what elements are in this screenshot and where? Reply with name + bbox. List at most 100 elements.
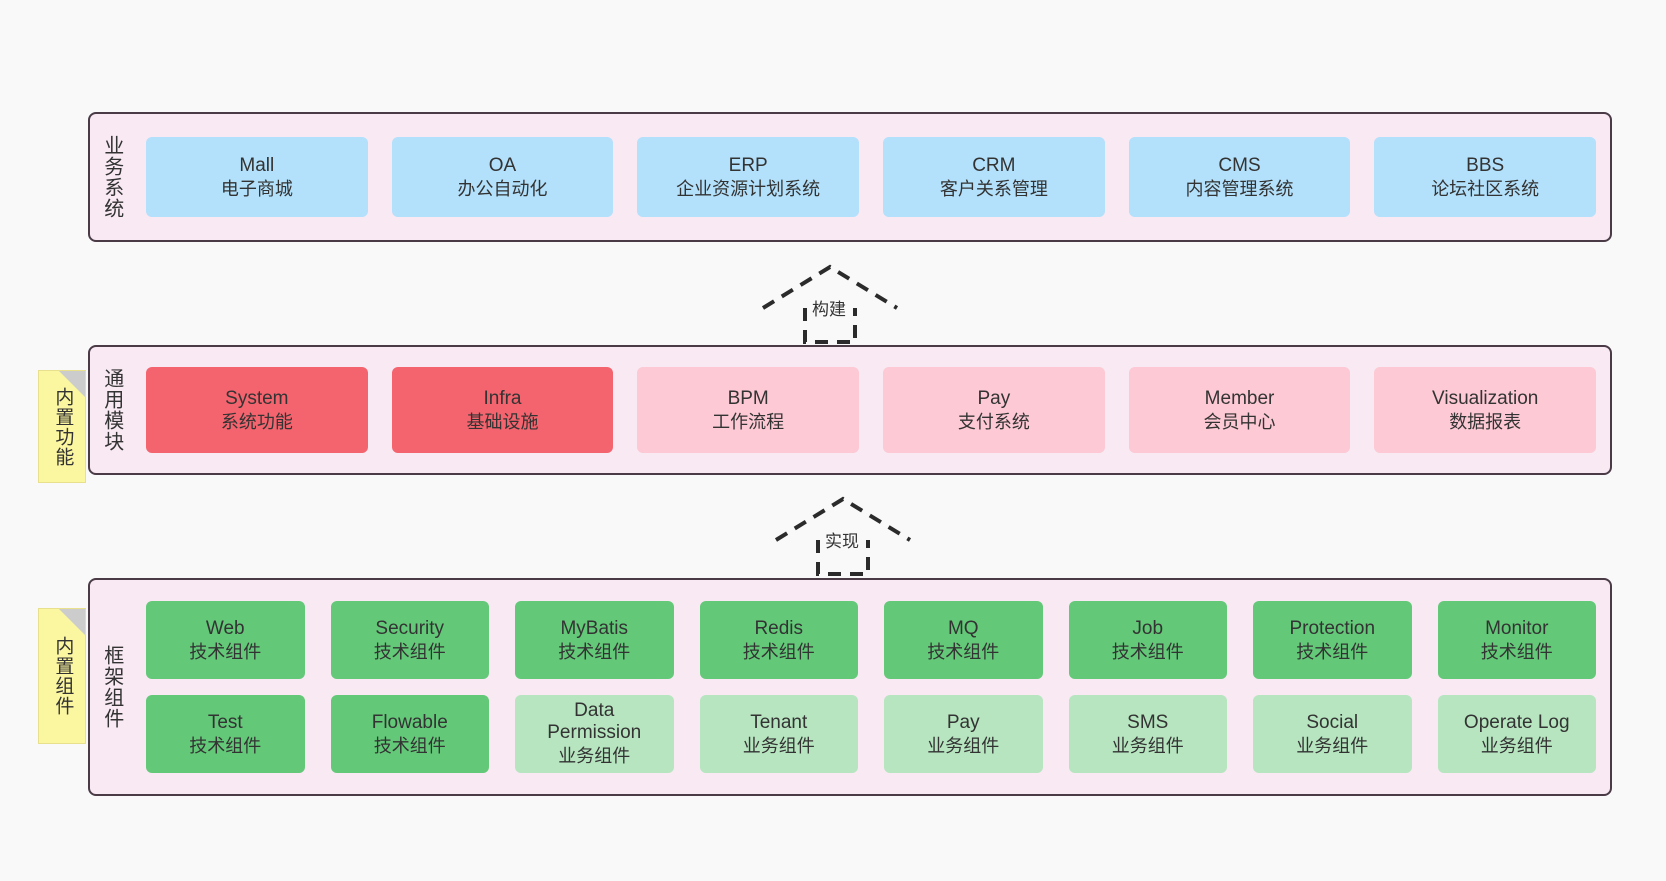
component-box-pay[interactable]: Pay 业务组件 xyxy=(884,695,1043,773)
component-en-label: Data Permission xyxy=(547,699,642,744)
component-box-security[interactable]: Security 技术组件 xyxy=(330,601,489,679)
module-box-system[interactable]: System 系统功能 xyxy=(146,367,368,453)
module-box-member[interactable]: Member 会员中心 xyxy=(1128,367,1351,453)
layer-business-system: 业务系统 Mall 电子商城 OA 办公自动化 ERP 企业资源计划系统 CRM… xyxy=(88,112,1612,242)
module-box-pay[interactable]: Pay 支付系统 xyxy=(883,367,1105,453)
component-box-operate-log[interactable]: Operate Log 业务组件 xyxy=(1437,695,1596,773)
layer-body-business-system: Mall 电子商城 OA 办公自动化 ERP 企业资源计划系统 CRM 客户关系… xyxy=(132,114,1610,240)
component-cn-label: 业务组件 xyxy=(742,735,815,756)
module-en-label: CMS xyxy=(1218,154,1261,176)
layer-body-framework-component: Web 技术组件 Security 技术组件 MyBatis 技术组件 Redi… xyxy=(132,580,1610,794)
module-en-label: OA xyxy=(488,154,517,176)
component-box-mybatis[interactable]: MyBatis 技术组件 xyxy=(515,601,674,679)
module-cn-label: 客户关系管理 xyxy=(939,178,1048,199)
module-box-bpm[interactable]: BPM 工作流程 xyxy=(637,367,860,453)
component-cn-label: 业务组件 xyxy=(927,735,1000,756)
component-en-label: SMS xyxy=(1127,711,1169,733)
module-cn-label: 工作流程 xyxy=(712,411,785,432)
module-en-label: CRM xyxy=(972,154,1016,176)
component-box-mq[interactable]: MQ 技术组件 xyxy=(884,601,1043,679)
framework-component-row-1: Web 技术组件 Security 技术组件 MyBatis 技术组件 Redi… xyxy=(146,601,1596,679)
module-box-cms[interactable]: CMS 内容管理系统 xyxy=(1128,137,1351,217)
module-cn-label: 数据报表 xyxy=(1449,411,1522,432)
layer-body-common-module: System 系统功能 Infra 基础设施 BPM 工作流程 Pay 支付系统… xyxy=(132,347,1610,473)
component-en-label: Web xyxy=(205,617,245,639)
module-box-bbs[interactable]: BBS 论坛社区系统 xyxy=(1374,137,1597,217)
component-cn-label: 技术组件 xyxy=(558,641,631,662)
note-fold-corner-icon xyxy=(59,609,85,635)
layer-title-common-module: 通用模块 xyxy=(100,368,123,452)
component-en-label: Protection xyxy=(1289,617,1376,639)
layer-common-module: 通用模块 System 系统功能 Infra 基础设施 BPM 工作流程 Pay… xyxy=(88,345,1612,475)
note-fold-corner-icon xyxy=(59,371,85,397)
module-en-label: Member xyxy=(1204,387,1275,409)
module-en-label: Pay xyxy=(977,387,1011,409)
common-module-row: System 系统功能 Infra 基础设施 BPM 工作流程 Pay 支付系统… xyxy=(146,367,1597,453)
component-box-test[interactable]: Test 技术组件 xyxy=(146,695,305,773)
module-en-label: BBS xyxy=(1466,154,1505,176)
component-en-label: MyBatis xyxy=(560,617,629,639)
layer-title-business-system: 业务系统 xyxy=(100,135,123,219)
component-cn-label: 技术组件 xyxy=(373,641,446,662)
module-en-label: System xyxy=(225,387,289,409)
component-en-label: Operate Log xyxy=(1463,711,1570,733)
module-cn-label: 企业资源计划系统 xyxy=(676,178,821,199)
component-en-label: Monitor xyxy=(1485,617,1549,639)
component-cn-label: 业务组件 xyxy=(558,745,631,766)
component-box-data-permission[interactable]: Data Permission 业务组件 xyxy=(515,695,674,773)
module-box-crm[interactable]: CRM 客户关系管理 xyxy=(883,137,1105,217)
component-box-social[interactable]: Social 业务组件 xyxy=(1253,695,1412,773)
module-box-infra[interactable]: Infra 基础设施 xyxy=(391,367,614,453)
module-cn-label: 论坛社区系统 xyxy=(1431,178,1540,199)
component-box-flowable[interactable]: Flowable 技术组件 xyxy=(330,695,489,773)
component-cn-label: 技术组件 xyxy=(189,641,262,662)
component-box-tenant[interactable]: Tenant 业务组件 xyxy=(699,695,858,773)
component-en-label: Flowable xyxy=(371,711,448,733)
module-cn-label: 内容管理系统 xyxy=(1185,178,1294,199)
sticky-note-builtin-function: 内置功能 xyxy=(38,370,86,483)
module-box-oa[interactable]: OA 办公自动化 xyxy=(391,137,614,217)
module-box-erp[interactable]: ERP 企业资源计划系统 xyxy=(637,137,860,217)
module-cn-label: 办公自动化 xyxy=(457,178,548,199)
module-en-label: Visualization xyxy=(1432,387,1539,409)
component-cn-label: 业务组件 xyxy=(1296,735,1369,756)
sticky-note-builtin-component: 内置组件 xyxy=(38,608,86,744)
connector-implement: 实现 xyxy=(770,494,916,576)
dashed-open-arrow-up-icon xyxy=(761,264,899,344)
module-cn-label: 系统功能 xyxy=(220,411,293,432)
sticky-note-label: 内置功能 xyxy=(52,386,74,467)
framework-component-row-2: Test 技术组件 Flowable 技术组件 Data Permission … xyxy=(146,695,1596,773)
module-cn-label: 电子商城 xyxy=(220,178,293,199)
component-en-label: Tenant xyxy=(750,711,808,733)
component-box-monitor[interactable]: Monitor 技术组件 xyxy=(1437,601,1596,679)
component-en-label: Pay xyxy=(946,711,980,733)
connector-build: 构建 xyxy=(757,262,903,344)
component-en-label: Social xyxy=(1306,711,1359,733)
connector-build-label: 构建 xyxy=(812,300,846,319)
layer-framework-component: 框架组件 Web 技术组件 Security 技术组件 MyBatis 技术组件… xyxy=(88,578,1612,796)
component-box-job[interactable]: Job 技术组件 xyxy=(1068,601,1227,679)
layer-title-framework-component: 框架组件 xyxy=(100,645,123,729)
component-cn-label: 技术组件 xyxy=(189,735,262,756)
component-en-label: Security xyxy=(375,617,445,639)
component-cn-label: 业务组件 xyxy=(1480,735,1553,756)
component-box-redis[interactable]: Redis 技术组件 xyxy=(699,601,858,679)
component-en-label: Test xyxy=(207,711,243,733)
business-system-row: Mall 电子商城 OA 办公自动化 ERP 企业资源计划系统 CRM 客户关系… xyxy=(146,137,1597,217)
component-cn-label: 业务组件 xyxy=(1111,735,1184,756)
component-box-sms[interactable]: SMS 业务组件 xyxy=(1068,695,1227,773)
component-en-label: MQ xyxy=(947,617,979,639)
component-cn-label: 技术组件 xyxy=(1111,641,1184,662)
module-box-visualization[interactable]: Visualization 数据报表 xyxy=(1374,367,1597,453)
component-cn-label: 技术组件 xyxy=(373,735,446,756)
component-cn-label: 技术组件 xyxy=(927,641,1000,662)
component-box-protection[interactable]: Protection 技术组件 xyxy=(1253,601,1412,679)
module-en-label: BPM xyxy=(727,387,769,409)
component-box-web[interactable]: Web 技术组件 xyxy=(146,601,305,679)
sticky-note-label: 内置组件 xyxy=(52,636,74,716)
component-en-label: Redis xyxy=(754,617,804,639)
module-en-label: Infra xyxy=(483,387,522,409)
module-box-mall[interactable]: Mall 电子商城 xyxy=(146,137,368,217)
component-cn-label: 技术组件 xyxy=(742,641,815,662)
module-en-label: Mall xyxy=(239,154,275,176)
